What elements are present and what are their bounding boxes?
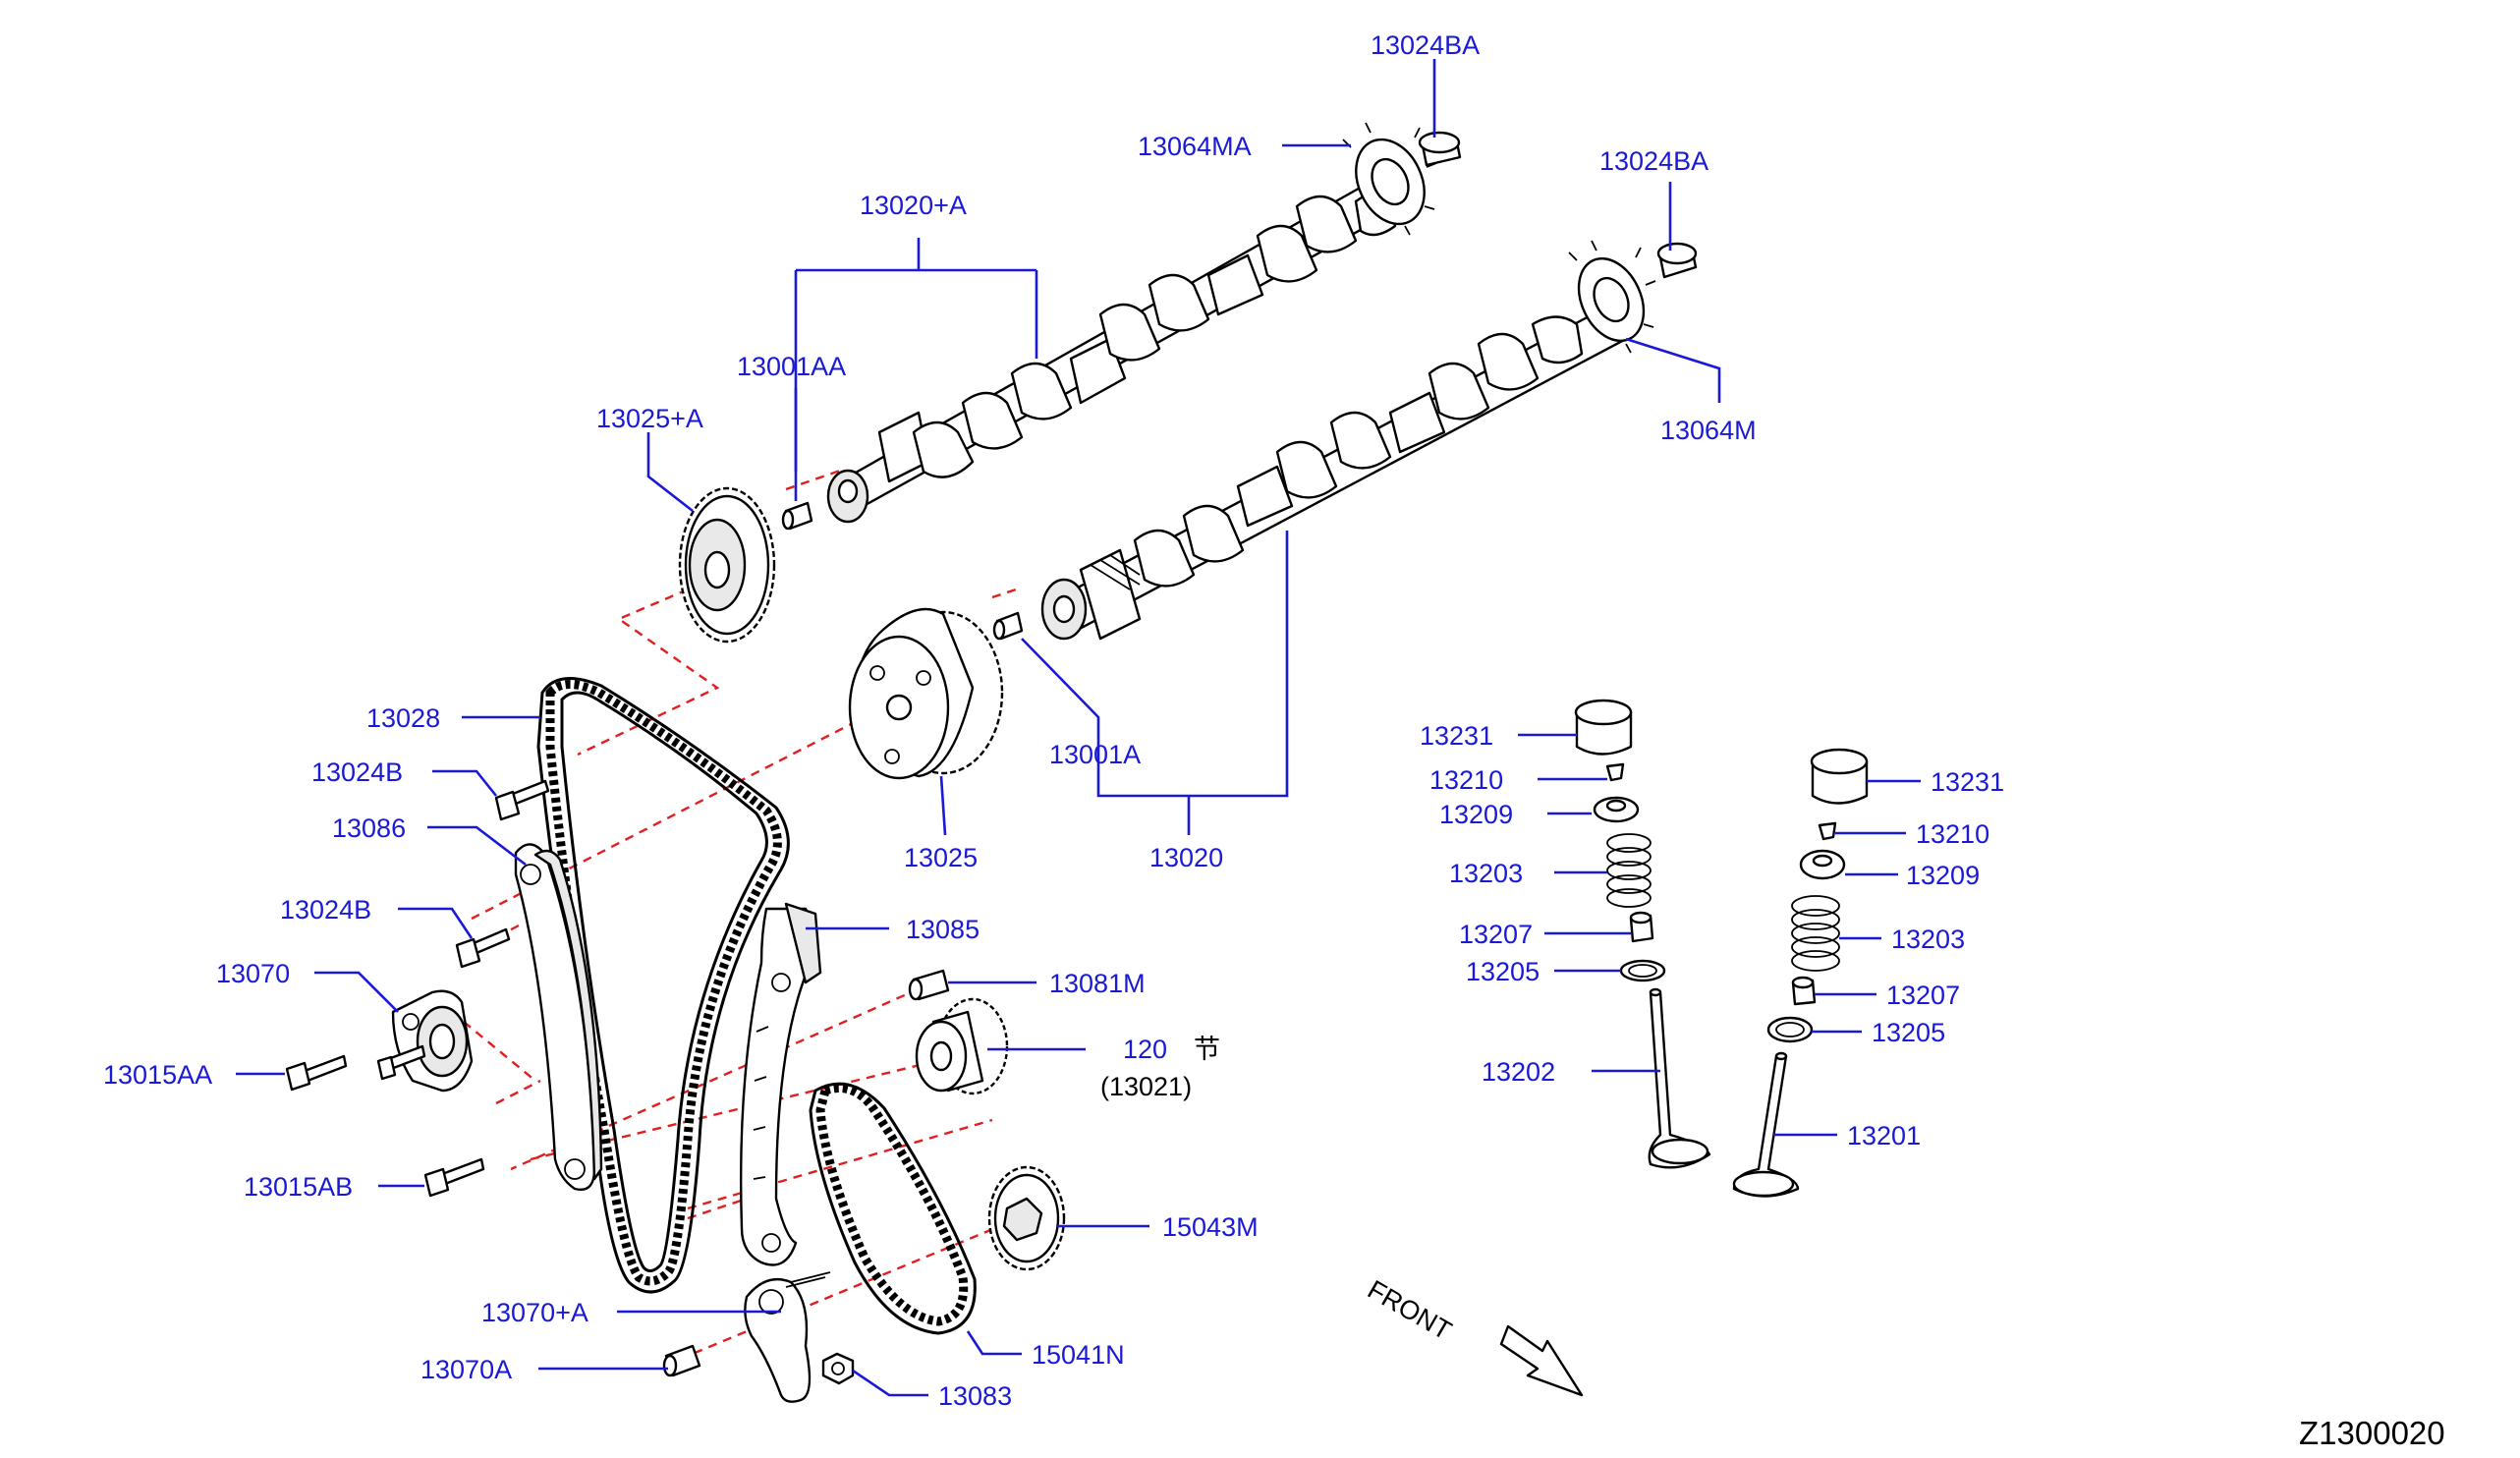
label-13083: 13083 — [938, 1381, 1012, 1411]
label-13205-right: 13205 — [1872, 1018, 1945, 1047]
label-13205-left: 13205 — [1466, 957, 1540, 986]
exhaust-camshaft — [1040, 240, 1698, 641]
label-13209-right: 13209 — [1906, 861, 1980, 890]
valve-spring-seat-13205-right — [1766, 1016, 1814, 1043]
label-13231-left: 13231 — [1420, 721, 1493, 751]
cap-13024BA-top — [1418, 131, 1462, 167]
valve-collet-13210-left — [1605, 762, 1625, 782]
label-13025A: 13025+A — [596, 404, 703, 433]
label-15041N: 15041N — [1032, 1340, 1125, 1370]
oil-pump-chain-tensioner-13070A — [744, 1271, 831, 1403]
exhaust-valve-13202 — [1648, 987, 1711, 1169]
label-13081M: 13081M — [1049, 969, 1146, 998]
valve-lifter-13231-left — [1574, 699, 1633, 756]
valve-retainer-13209-left — [1593, 796, 1640, 823]
label-13201: 13201 — [1847, 1121, 1921, 1150]
label-13070A: 13070A — [420, 1355, 512, 1384]
oil-pump-sprocket-15043M — [987, 1165, 1066, 1271]
pin-13070A — [662, 1344, 701, 1377]
label-13015AB: 13015AB — [244, 1172, 353, 1202]
valve-spring-seat-13205-left — [1619, 959, 1666, 982]
valve-lifter-13231-right — [1810, 748, 1869, 805]
valve-oil-seal-13207-right — [1791, 976, 1817, 1006]
label-13207-right: 13207 — [1886, 981, 1960, 1010]
label-13024B-2: 13024B — [280, 895, 371, 925]
cap-13024BA-right — [1656, 242, 1698, 279]
bolt-13015AA — [285, 1054, 348, 1092]
label-13202: 13202 — [1482, 1057, 1555, 1087]
valve-oil-seal-13207-left — [1629, 911, 1654, 943]
label-13028: 13028 — [366, 703, 440, 733]
label-120: 120 — [1123, 1035, 1167, 1064]
nut-13083 — [821, 1352, 855, 1385]
chain-tensioner-13070 — [391, 989, 474, 1093]
label-13209-left: 13209 — [1439, 800, 1513, 829]
valve-retainer-13209-right — [1799, 849, 1846, 880]
label-13064M: 13064M — [1660, 416, 1757, 445]
label-13001AA: 13001AA — [737, 352, 846, 381]
valve-collet-13210-right — [1818, 821, 1837, 841]
bolt-13015AA-short — [376, 1044, 426, 1081]
camshaft-nose — [1040, 548, 1142, 641]
figure-id: Z1300020 — [2299, 1415, 2445, 1451]
label-13207-left: 13207 — [1459, 920, 1533, 949]
label-13085: 13085 — [906, 915, 980, 944]
signal-plate-intake — [1342, 122, 1437, 236]
chain-guide-13085 — [739, 902, 822, 1266]
front-arrow — [1499, 1324, 1584, 1397]
crankshaft-sprocket-13021 — [915, 997, 1009, 1095]
label-13210-right: 13210 — [1916, 819, 1989, 849]
valve-timing-sprocket-13025 — [848, 607, 1004, 780]
valve-train-right — [1732, 748, 1869, 1198]
label-13064MA: 13064MA — [1138, 132, 1252, 161]
bolt-13024B-upper — [494, 779, 550, 821]
dowel-pin-13001AA — [781, 501, 813, 531]
oil-pump-chain-15041N — [809, 1082, 977, 1335]
label-13020A: 13020+A — [860, 191, 967, 220]
part-labels: 13024BA 13064MA 13024BA 13020+A 13001AA … — [103, 30, 2004, 1411]
front-label: FRONT — [1363, 1274, 1457, 1345]
label-13070A-plus: 13070+A — [481, 1298, 588, 1327]
label-13024B-1: 13024B — [311, 757, 403, 787]
label-13086: 13086 — [332, 813, 406, 843]
valve-spring-13203-right — [1791, 895, 1840, 972]
camshaft-sprocket-13025A — [678, 486, 776, 644]
label-13015AA: 13015AA — [103, 1060, 212, 1090]
label-13070: 13070 — [216, 959, 290, 988]
label-13203-left: 13203 — [1449, 859, 1523, 888]
label-13021: (13021) — [1100, 1072, 1192, 1101]
label-13231-right: 13231 — [1931, 767, 2004, 797]
label-13203-right: 13203 — [1891, 925, 1965, 954]
bolt-13024B-lower — [455, 927, 511, 969]
chain-guide-13086 — [514, 843, 603, 1191]
bolt-13015AB — [423, 1157, 485, 1198]
label-13024BA-top: 13024BA — [1371, 30, 1480, 60]
label-13025: 13025 — [904, 843, 978, 872]
leader-lines — [236, 59, 1921, 1397]
stud-13081M — [908, 969, 950, 1001]
valve-spring-13203-left — [1606, 833, 1652, 908]
label-15043M: 15043M — [1162, 1212, 1259, 1242]
valve-train-left — [1574, 699, 1711, 1169]
label-13210-left: 13210 — [1429, 765, 1503, 795]
label-13020: 13020 — [1149, 843, 1223, 872]
label-13001A: 13001A — [1049, 740, 1141, 769]
dowel-pin-13001A — [992, 611, 1024, 641]
label-13024BA-right: 13024BA — [1599, 146, 1708, 176]
intake-camshaft — [826, 122, 1462, 524]
intake-valve-13201 — [1732, 1051, 1800, 1198]
signal-plate-exhaust — [1568, 240, 1656, 354]
label-120-char: 节 — [1194, 1035, 1220, 1064]
